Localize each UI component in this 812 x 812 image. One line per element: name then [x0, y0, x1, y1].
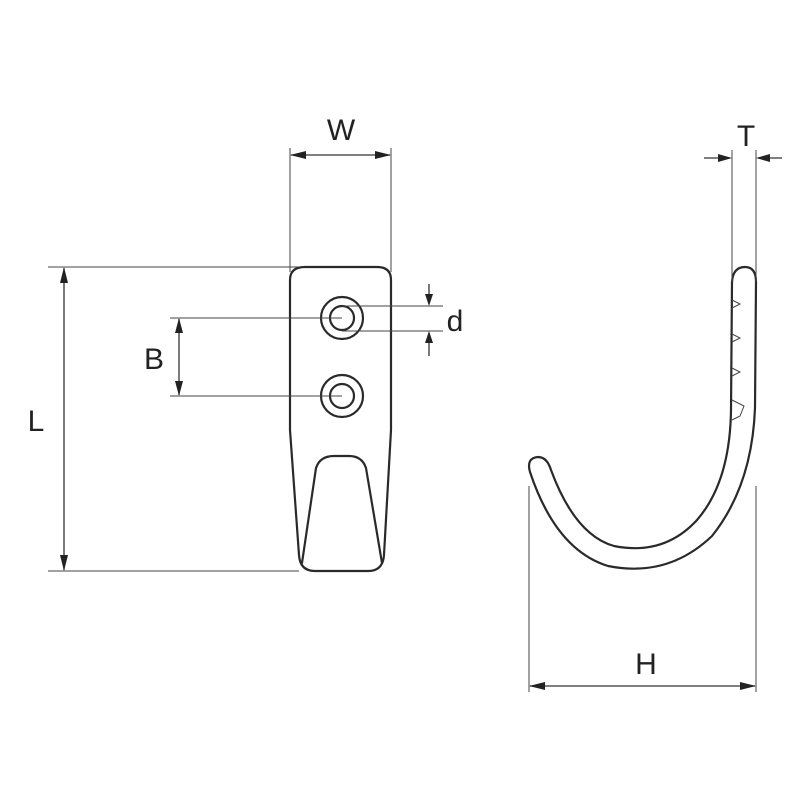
label-b: B [144, 343, 164, 376]
label-d: d [447, 305, 464, 338]
hook-tongue [300, 454, 384, 565]
arrow-h-left [529, 682, 545, 690]
label-w: W [327, 114, 356, 147]
arrow-d-bottom [425, 331, 433, 343]
label-t: T [737, 120, 755, 153]
label-l: L [28, 405, 45, 438]
dimension-length: L [28, 266, 299, 572]
side-view [527, 265, 758, 570]
dimension-thickness: T [704, 120, 782, 282]
label-h: H [635, 648, 657, 681]
arrow-w-left [290, 151, 306, 159]
plate-outline [288, 265, 393, 573]
serration-marks [731, 299, 745, 421]
dimension-height: H [528, 486, 757, 692]
arrow-w-right [375, 151, 391, 159]
dimension-width: W [289, 114, 392, 272]
arrow-b-top [175, 318, 183, 333]
dimension-hole-diameter: d [342, 284, 463, 356]
arrow-h-right [740, 682, 756, 690]
arrow-l-bottom [60, 555, 68, 571]
arrow-b-bottom [175, 381, 183, 396]
front-view [288, 265, 393, 573]
dimension-hole-pitch: B [144, 317, 342, 397]
arrow-d-top [425, 294, 433, 306]
arrow-t-right [756, 154, 770, 162]
arrow-t-left [718, 154, 732, 162]
arrow-l-top [60, 267, 68, 283]
j-hook-outline [527, 265, 758, 570]
